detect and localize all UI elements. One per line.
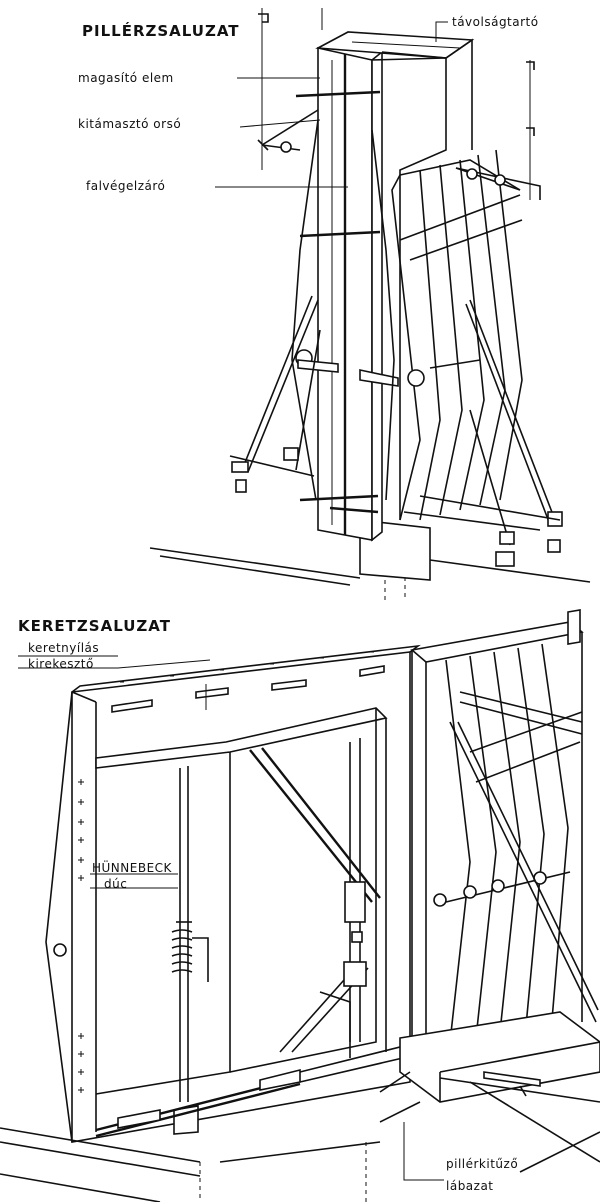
label-brand: HÜNNEBECK [92,861,172,875]
label-frame-opening: keretnyílás [28,641,100,655]
label-base: lábazat [446,1179,494,1193]
spindle-leader [239,119,321,128]
label-end-closer: falvégelzáró [86,179,166,193]
top-title: PILLÉRZSALUZAT [82,22,240,40]
column-formwork-drawing [149,8,591,600]
bottom-title: KERETZSALUZAT [18,617,171,635]
label-extension: magasító elem [78,71,174,85]
frame-opening-leader [18,659,211,669]
frame-formwork-drawing [0,609,600,1202]
label-spindle: kitámasztó orsó [78,117,182,131]
pillar-marker-leader [403,1122,444,1181]
label-spacer: távolságtartó [452,15,539,29]
label-prop: dúc [104,877,128,891]
label-pillar-marker: pillérkitűző [446,1157,519,1171]
label-excluder: kirekesztő [28,657,94,671]
spacer-leader [435,21,448,42]
